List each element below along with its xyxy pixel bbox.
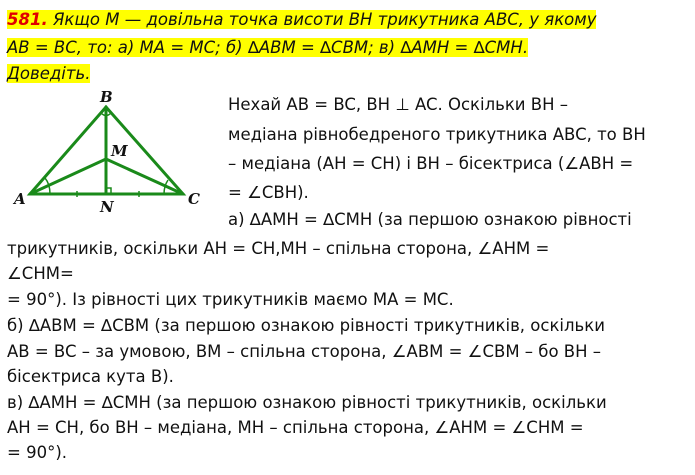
segment-cm (104, 157, 185, 196)
problem-line-2: AB = BC, то: а) MA = MC; б) ∆ABM = ∆CBM;… (7, 36, 529, 60)
solution-line: = 90°). (7, 443, 67, 462)
problem-line-1: 581. Якщо M — довільна точка висоти BH т… (7, 8, 597, 32)
problem-text-1: Якщо M — довільна точка висоти BH трикут… (47, 10, 597, 29)
triangle-diagram: B M A C N (12, 88, 200, 216)
label-m: M (110, 142, 128, 160)
angle-mark-b (100, 112, 112, 117)
label-c: C (188, 190, 200, 208)
label-b: B (99, 88, 113, 106)
solution-line: = 90°). Із рівності цих трикутників маєм… (7, 290, 454, 309)
problem-text-2: AB = BC, то: а) MA = MC; б) ∆ABM = ∆CBM;… (7, 38, 529, 57)
solution-line: – медіана (AH = CH) і BH – бісектриса (∠… (228, 154, 634, 173)
solution-line: а) ∆AMH = ∆CMH (за першою ознакою рівнос… (228, 210, 632, 229)
solution-line: бісектриса кута B). (7, 367, 174, 386)
solution-line: AH = CH, бо BH – медіана, MH – спільна с… (7, 418, 584, 437)
solution-line: = ∠CBH). (228, 183, 309, 202)
solution-line: Нехай AB = BC, BH ⊥ AC. Оскільки BH – (228, 95, 568, 114)
right-angle-mark (106, 187, 112, 194)
label-a: A (12, 190, 26, 208)
angle-mark-a (44, 177, 51, 195)
solution-line: трикутників, оскільки AH = CH,MH – спіль… (7, 239, 550, 258)
problem-text-3: Доведіть. (7, 64, 91, 83)
solution-line: в) ∆AMH = ∆CMH (за першою ознакою рівнос… (7, 393, 607, 412)
label-n: N (99, 198, 115, 216)
solution-line: ∠CHM= (7, 264, 74, 283)
angle-mark-c (163, 179, 169, 195)
solution-line: AB = BC – за умовою, BM – спільна сторон… (7, 342, 602, 361)
problem-number: 581. (7, 10, 48, 29)
problem-line-3: Доведіть. (7, 62, 91, 86)
solution-line: б) ∆ABM = ∆CBM (за першою ознакою рівнос… (7, 316, 605, 335)
solution-line: медіана рівнобедреного трикутника ABC, т… (228, 125, 646, 144)
segment-am (28, 157, 108, 196)
